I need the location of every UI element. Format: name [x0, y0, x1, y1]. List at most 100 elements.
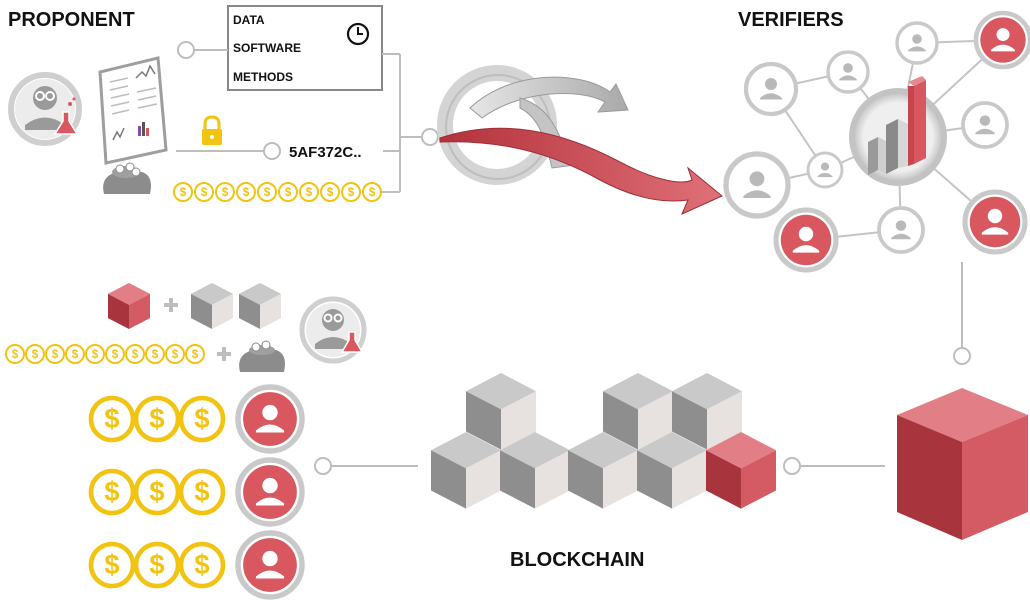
coin-row-proponent: $ $ $ $ $ $ $ $ $ $ — [173, 182, 382, 202]
flask-icon — [340, 331, 364, 353]
verifier-user-icon — [895, 21, 939, 65]
coin-symbol: $ — [149, 476, 164, 507]
coin-icon: $ — [105, 344, 125, 364]
coin-icon: $ — [257, 182, 277, 202]
hash-value: 5AF372C.. — [289, 144, 362, 161]
coin-icon: $ — [125, 344, 145, 364]
coin-icon: $ — [65, 344, 85, 364]
coin-icon: $ — [133, 468, 181, 516]
proponent-connectors — [176, 41, 439, 193]
blockchain-cubes — [431, 373, 776, 509]
clock-icon — [346, 22, 370, 46]
coin-symbol: $ — [149, 403, 164, 434]
coin-symbol: $ — [104, 403, 119, 434]
block-cube-icon — [637, 432, 707, 509]
coin-icon: $ — [165, 344, 185, 364]
coin-symbol: $ — [12, 348, 19, 361]
coin-icon: $ — [133, 395, 181, 443]
blockchain-connectors — [314, 457, 885, 475]
coin-icon: $ — [278, 182, 298, 202]
block-cube-icon — [897, 388, 1028, 540]
coin-symbol: $ — [348, 186, 355, 199]
verifier-user-icon — [235, 384, 305, 454]
coin-symbol: $ — [104, 476, 119, 507]
coin-icon: $ — [185, 344, 205, 364]
coin-symbol: $ — [104, 549, 119, 580]
verifier-user-icon — [723, 151, 791, 219]
block-cube-icon — [191, 283, 233, 329]
verifier-connector — [953, 262, 971, 365]
coin-symbol: $ — [192, 348, 199, 361]
coin-symbol: $ — [194, 403, 209, 434]
scientist-icon — [8, 72, 82, 146]
verifier-user-icon — [877, 206, 925, 254]
verifier-user-icon — [962, 189, 1028, 255]
verifier-user-icon — [806, 151, 844, 189]
block-cube-icon — [466, 373, 536, 450]
coin-symbol: $ — [201, 186, 208, 199]
verifier-user-icon — [235, 457, 305, 527]
verifier-user-icon — [773, 207, 839, 273]
coin-symbol: $ — [112, 348, 119, 361]
exchange-arrows-icon — [439, 76, 723, 215]
verifier-user-icon — [826, 50, 870, 94]
reward-equation: $ $ $ $ $ $ $ $ $ $ $ $ $ $ $ $ $ $ $ — [5, 283, 367, 600]
submission-box: DATA SOFTWARE METHODS — [227, 5, 383, 91]
coin-symbol: $ — [327, 186, 334, 199]
coin-symbol: $ — [285, 186, 292, 199]
block-cube-icon — [239, 283, 281, 329]
coin-symbol: $ — [149, 549, 164, 580]
coin-symbol: $ — [306, 186, 313, 199]
submission-item-methods: METHODS — [233, 70, 293, 84]
coin-icon: $ — [178, 395, 226, 443]
coin-icon: $ — [178, 468, 226, 516]
verifier-user-icon — [743, 61, 799, 117]
block-cube-icon — [603, 373, 673, 450]
coin-symbol: $ — [92, 348, 99, 361]
coin-icon: $ — [299, 182, 319, 202]
coin-icon: $ — [133, 541, 181, 589]
coin-icon: $ — [88, 468, 136, 516]
verifier-user-icon — [235, 530, 305, 600]
coin-symbol: $ — [194, 549, 209, 580]
coin-symbol: $ — [194, 476, 209, 507]
document-icon — [98, 56, 168, 165]
coin-icon: $ — [320, 182, 340, 202]
coin-icon: $ — [362, 182, 382, 202]
coin-symbol: $ — [243, 186, 250, 199]
coin-symbol: $ — [52, 348, 59, 361]
verifier-user-icon — [973, 10, 1030, 70]
block-cube-icon — [431, 432, 501, 509]
bar-chart-icon — [849, 76, 947, 186]
coin-icon: $ — [236, 182, 256, 202]
coin-icon: $ — [25, 344, 45, 364]
coin-icon: $ — [173, 182, 193, 202]
lock-icon — [202, 115, 222, 145]
coin-symbol: $ — [72, 348, 79, 361]
block-cube-icon — [706, 432, 776, 509]
coin-symbol: $ — [132, 348, 139, 361]
coin-symbol: $ — [152, 348, 159, 361]
verifier-network — [723, 10, 1030, 273]
coin-icon: $ — [194, 182, 214, 202]
coin-symbol: $ — [369, 186, 376, 199]
money-bag-icon — [239, 340, 285, 372]
coin-icon: $ — [145, 344, 165, 364]
coin-icon: $ — [341, 182, 361, 202]
coin-icon: $ — [5, 344, 25, 364]
coin-symbol: $ — [222, 186, 229, 199]
block-cube-icon — [672, 373, 742, 450]
coin-symbol: $ — [180, 186, 187, 199]
money-bag-icon — [103, 162, 151, 194]
submission-item-software: SOFTWARE — [233, 41, 301, 55]
submission-item-data: DATA — [233, 13, 265, 27]
coin-symbol: $ — [172, 348, 179, 361]
block-cube-icon — [568, 432, 638, 509]
verifiers-title: VERIFIERS — [738, 9, 844, 31]
verifier-user-icon — [961, 101, 1009, 149]
coin-symbol: $ — [32, 348, 39, 361]
coin-icon: $ — [88, 395, 136, 443]
coin-icon: $ — [215, 182, 235, 202]
coin-icon: $ — [45, 344, 65, 364]
